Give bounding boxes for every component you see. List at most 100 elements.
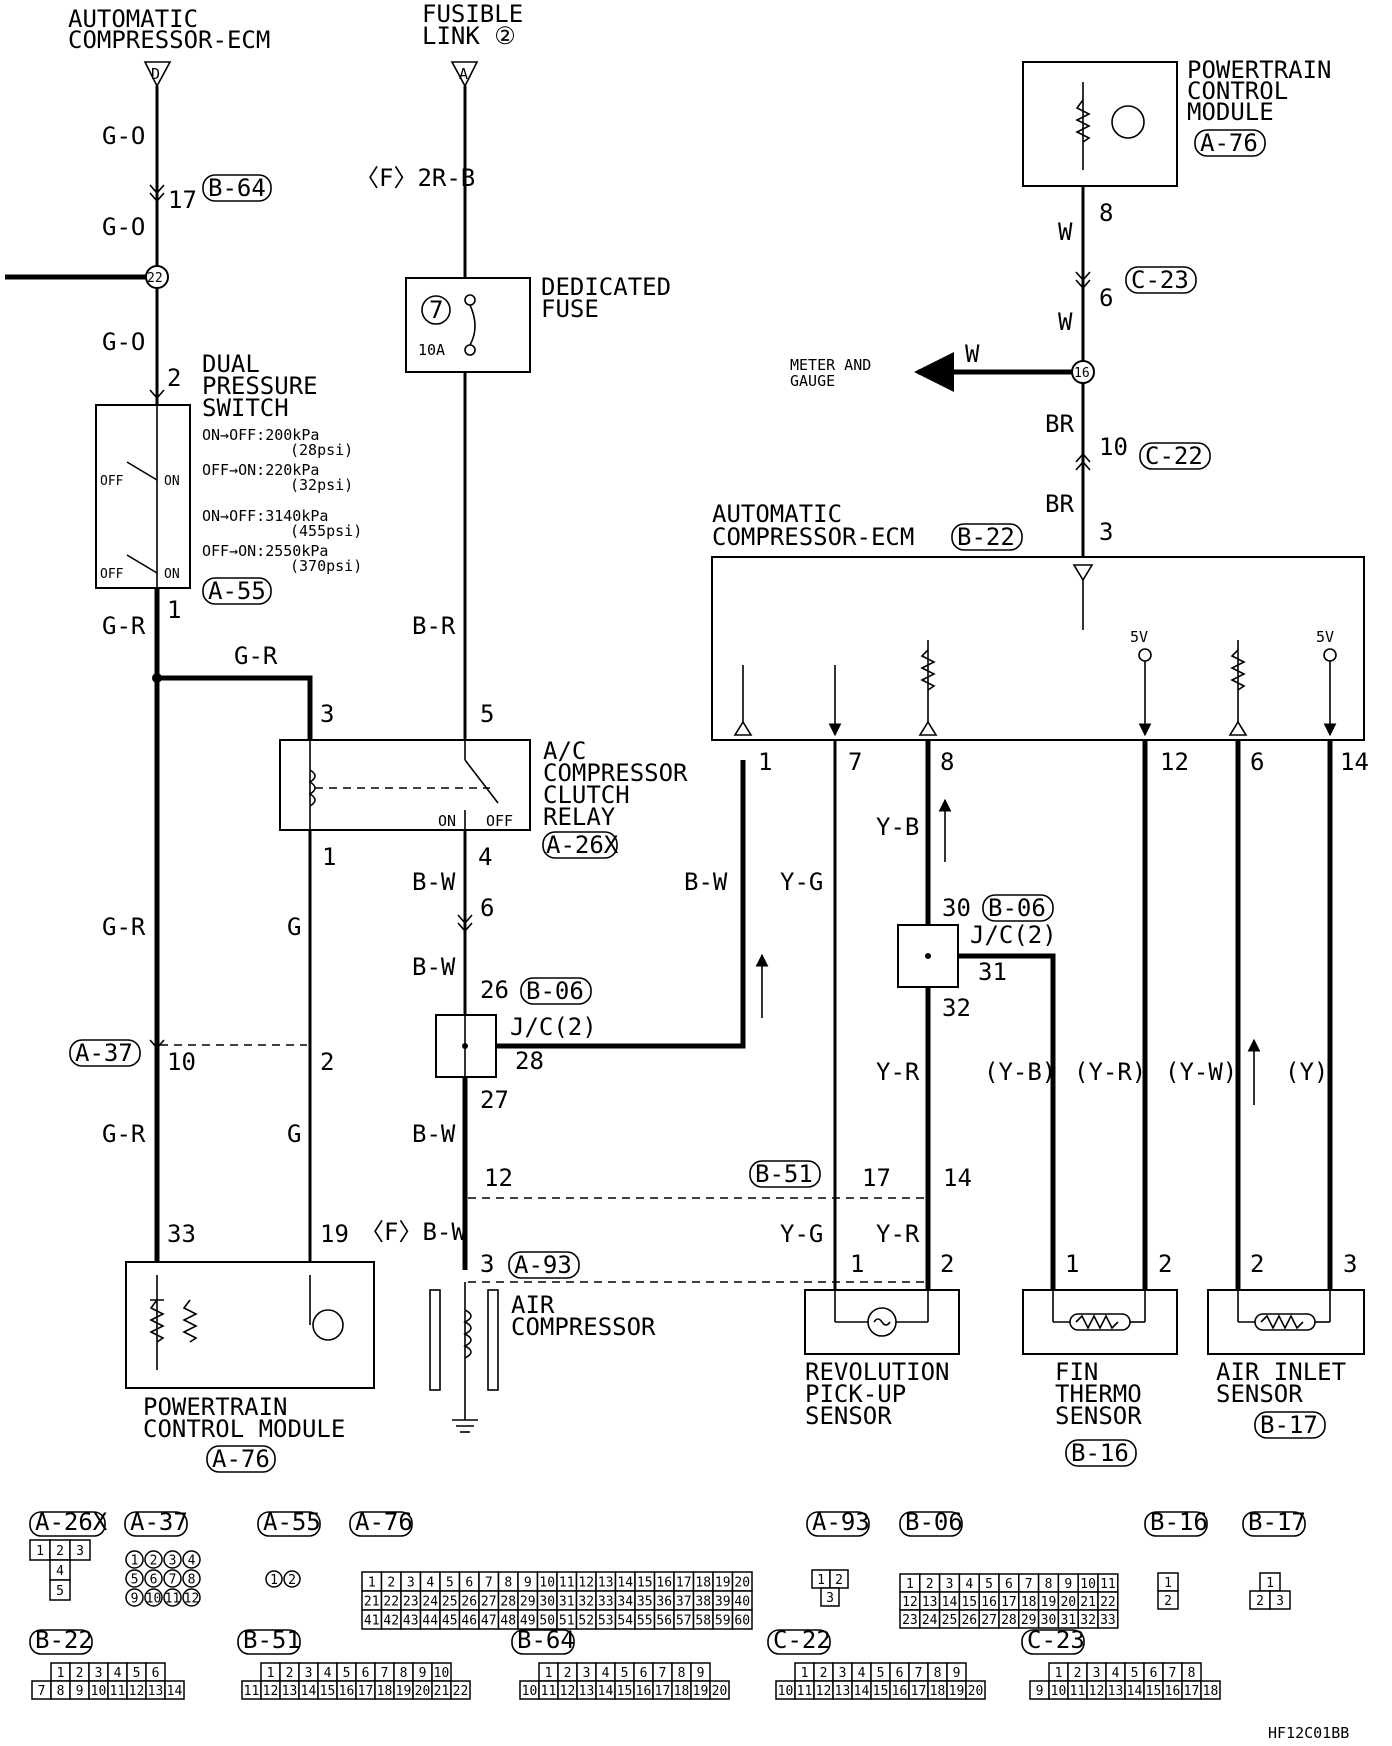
relay-line2: COMPRESSOR [543,759,688,787]
air-inlet-sensor: AIR INLET SENSOR B-17 [1207,1289,1365,1439]
legend-pin-number: 51 [559,1614,575,1629]
legend-pin-number: 38 [695,1595,711,1610]
legend-pin-number: 32 [1080,1613,1096,1628]
pin-7-ecm: 7 [848,748,862,776]
pin-32: 32 [942,994,971,1022]
pin-12: 12 [484,1164,513,1192]
ecm-right-line2: COMPRESSOR-ECM [712,523,914,551]
legend-pin-number: 45 [442,1614,458,1629]
legend-pin [450,1680,471,1700]
legend-pin-number: 14 [1127,1684,1143,1699]
pcm-top-line3: MODULE [1187,98,1274,126]
wire-yr-2: Y-R [876,1220,920,1248]
legend-pin-number: 5 [56,1584,64,1599]
pin-1-fin: 1 [1065,1250,1079,1278]
pin-27: 27 [480,1086,509,1114]
legend-pin-number: 41 [364,1614,380,1629]
legend-pin-number: 17 [1001,1595,1017,1610]
legend-pin-number: 12 [129,1684,145,1699]
wire-yr-p: (Y-R) [1074,1058,1146,1086]
dual-switch-line1: DUAL [202,350,260,378]
legend-pin-number: 1 [1266,1576,1274,1591]
legend-pin-number: 12 [184,1592,200,1607]
legend-pin-number: 2 [1164,1594,1172,1609]
left-lower-wiring: 1 G-R G-R 3 G-R G-R A-37 10 33 [69,588,334,1262]
wire-bw-ecm: B-W [684,868,728,896]
legend-pin-number: 12 [560,1684,576,1699]
pin-28: 28 [515,1047,544,1075]
relay-line3: CLUTCH [543,781,630,809]
legend-label-a93: A-93 [812,1508,870,1536]
legend-pin-number: 10 [522,1684,538,1699]
legend-pin-number: 5 [343,1666,351,1681]
legend-pin-number: 19 [949,1684,965,1699]
switch-on-1: ON [164,474,180,489]
legend-pin-number: 1 [545,1666,553,1681]
ecm-5v-1: 5V [1130,628,1148,646]
legend-pin-number: 12 [578,1576,594,1591]
switch-spec-5: ON→OFF:3140kPa [202,507,328,525]
legend-pin-number: 25 [442,1595,458,1610]
pin-2-switch: 2 [167,364,181,392]
legend-pin-number: 18 [377,1684,393,1699]
legend-label-a55: A-55 [263,1508,321,1536]
legend-pin-number: 2 [564,1666,572,1681]
air-compressor-line2: COMPRESSOR [511,1313,656,1341]
ecm-right: AUTOMATIC COMPRESSOR-ECM B-22 5V 5V 1 7 … [711,500,1369,776]
legend-pin-number: 9 [1064,1577,1072,1592]
pcm-top: POWERTRAIN CONTROL MODULE A-76 [1022,56,1332,187]
legend-label-b06: B-06 [905,1508,963,1536]
pin-26: 26 [480,976,509,1004]
relay-on: ON [438,812,456,830]
pin-5: 5 [480,700,494,728]
legend-pin-number: 14 [942,1595,958,1610]
legend-pin-number: 3 [946,1577,954,1592]
legend-pin-number: 28 [1001,1613,1017,1628]
legend-pin-number: 23 [902,1613,918,1628]
junction-16: 16 [1074,366,1090,381]
legend-pin [1200,1680,1221,1700]
conn-a93: A-93 [514,1251,572,1279]
legend-pin [182,1569,201,1588]
legend-pin-number: 18 [930,1684,946,1699]
wire-g-2: G [287,1120,301,1148]
legend-pin-number: 3 [1276,1594,1284,1609]
wire-bw-2: B-W [412,953,456,981]
legend-pin-number: 2 [56,1544,64,1559]
legend-label-b64: B-64 [517,1626,575,1654]
legend-pin-number: 14 [301,1684,317,1699]
pin-19: 19 [320,1220,349,1248]
legend-pin-number: 32 [578,1595,594,1610]
legend-pin-number: 15 [961,1595,977,1610]
legend-pin-number: 8 [934,1666,942,1681]
pin-10-c22: 10 [1099,433,1128,461]
legend-pin-number: 2 [926,1577,934,1592]
fuse-column: 〈F〉2R-B 7 10A DEDICATED FUSE B-R 5 4 B-W… [355,86,930,1283]
switch-spec-3: OFF→ON:220kPa [202,461,319,479]
legend-pin [125,1569,144,1588]
wire-go-3: G-O [102,328,145,356]
switch-spec-7: OFF→ON:2550kPa [202,542,328,560]
pin-17: 17 [168,186,197,214]
legend-pin-number: 7 [1169,1666,1177,1681]
legend-pin-number: 6 [465,1576,473,1591]
legend-pin-number: 44 [422,1614,438,1629]
legend-pin-number: 40 [734,1595,750,1610]
legend-pin-number: 8 [1188,1666,1196,1681]
pin-3-relay: 3 [320,700,334,728]
legend-pin-number: 4 [1112,1666,1120,1681]
meter-line1: METER AND [790,356,871,374]
conn-b16: B-16 [1071,1439,1129,1467]
wire-y-p: (Y) [1285,1058,1328,1086]
legend-pin-number: 22 [453,1684,469,1699]
legend-pin-number: 6 [362,1666,370,1681]
pin-2-air: 2 [1250,1250,1264,1278]
legend-pin-number: 7 [915,1666,923,1681]
wire-bw-1: B-W [412,868,456,896]
legend-pin-number: 8 [400,1666,408,1681]
